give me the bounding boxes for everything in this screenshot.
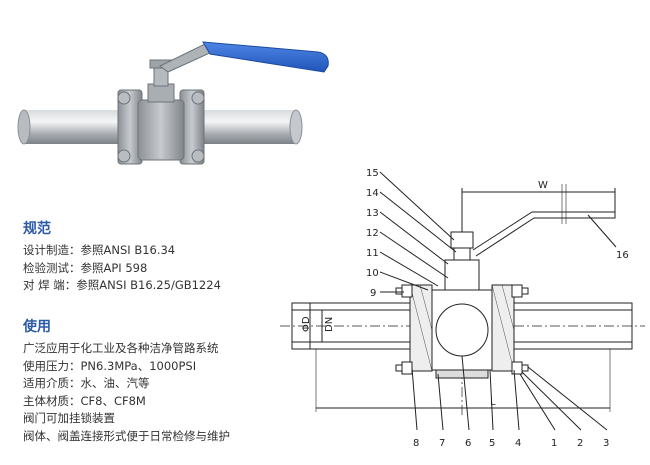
spec-line: 对 焊 端：参照ANSI B16.25/GB1224: [23, 278, 221, 293]
callout-3: 3: [603, 438, 609, 449]
callout-8: 8: [413, 438, 419, 449]
usage-title: 使用: [23, 319, 51, 335]
dim-dn-label: DN: [324, 317, 335, 332]
handle: [159, 41, 329, 73]
callout-2: 2: [577, 438, 583, 449]
usage-line: 阀体、阀盖连接形式便于日常检修与维护: [23, 428, 230, 443]
callout-10: 10: [366, 268, 379, 279]
callout-6: 6: [465, 438, 471, 449]
valve-cross-section-drawing: W ΦD DN L 15 14 13 12 11 10 9 16 8 7 6 5…: [280, 168, 645, 449]
usage-section: 使用 广泛应用于化工业及各种洁净管路系统 使用压力：PN6.3MPa、1000P…: [23, 318, 230, 446]
spec-line: 设计制造：参照ANSI B16.34: [23, 243, 176, 257]
right-pipe: [200, 109, 303, 145]
usage-line: 使用压力：PN6.3MPa、1000PSI: [23, 358, 197, 373]
valve-photo: [17, 41, 329, 165]
dim-l-label: L: [490, 397, 496, 408]
callout-16: 16: [616, 250, 629, 261]
callout-14: 14: [366, 188, 379, 199]
usage-line: 适用介质：水、油、汽等: [23, 376, 150, 391]
spec-section: 规范 设计制造：参照ANSI B16.34 检验测试：参照API 598 对 焊…: [23, 220, 221, 295]
dim-phid-label: ΦD: [301, 316, 312, 332]
callout-13: 13: [366, 208, 379, 219]
callout-9: 9: [370, 288, 376, 299]
callout-12: 12: [366, 228, 379, 239]
callout-4: 4: [515, 438, 521, 449]
usage-line: 阀门可加挂锁装置: [23, 411, 115, 426]
usage-line: 主体材质：CF8、CF8M: [23, 393, 146, 408]
left-pipe: [17, 109, 134, 145]
dim-w-label: W: [538, 180, 548, 191]
callout-15: 15: [366, 168, 379, 179]
callout-5: 5: [489, 438, 495, 449]
spec-title: 规范: [23, 221, 51, 237]
callout-1: 1: [551, 438, 557, 449]
callout-7: 7: [439, 438, 445, 449]
spec-line: 检验测试：参照API 598: [23, 260, 148, 275]
usage-line: 广泛应用于化工业及各种洁净管路系统: [23, 341, 219, 355]
callout-11: 11: [366, 248, 379, 259]
valve-body: [117, 59, 205, 165]
